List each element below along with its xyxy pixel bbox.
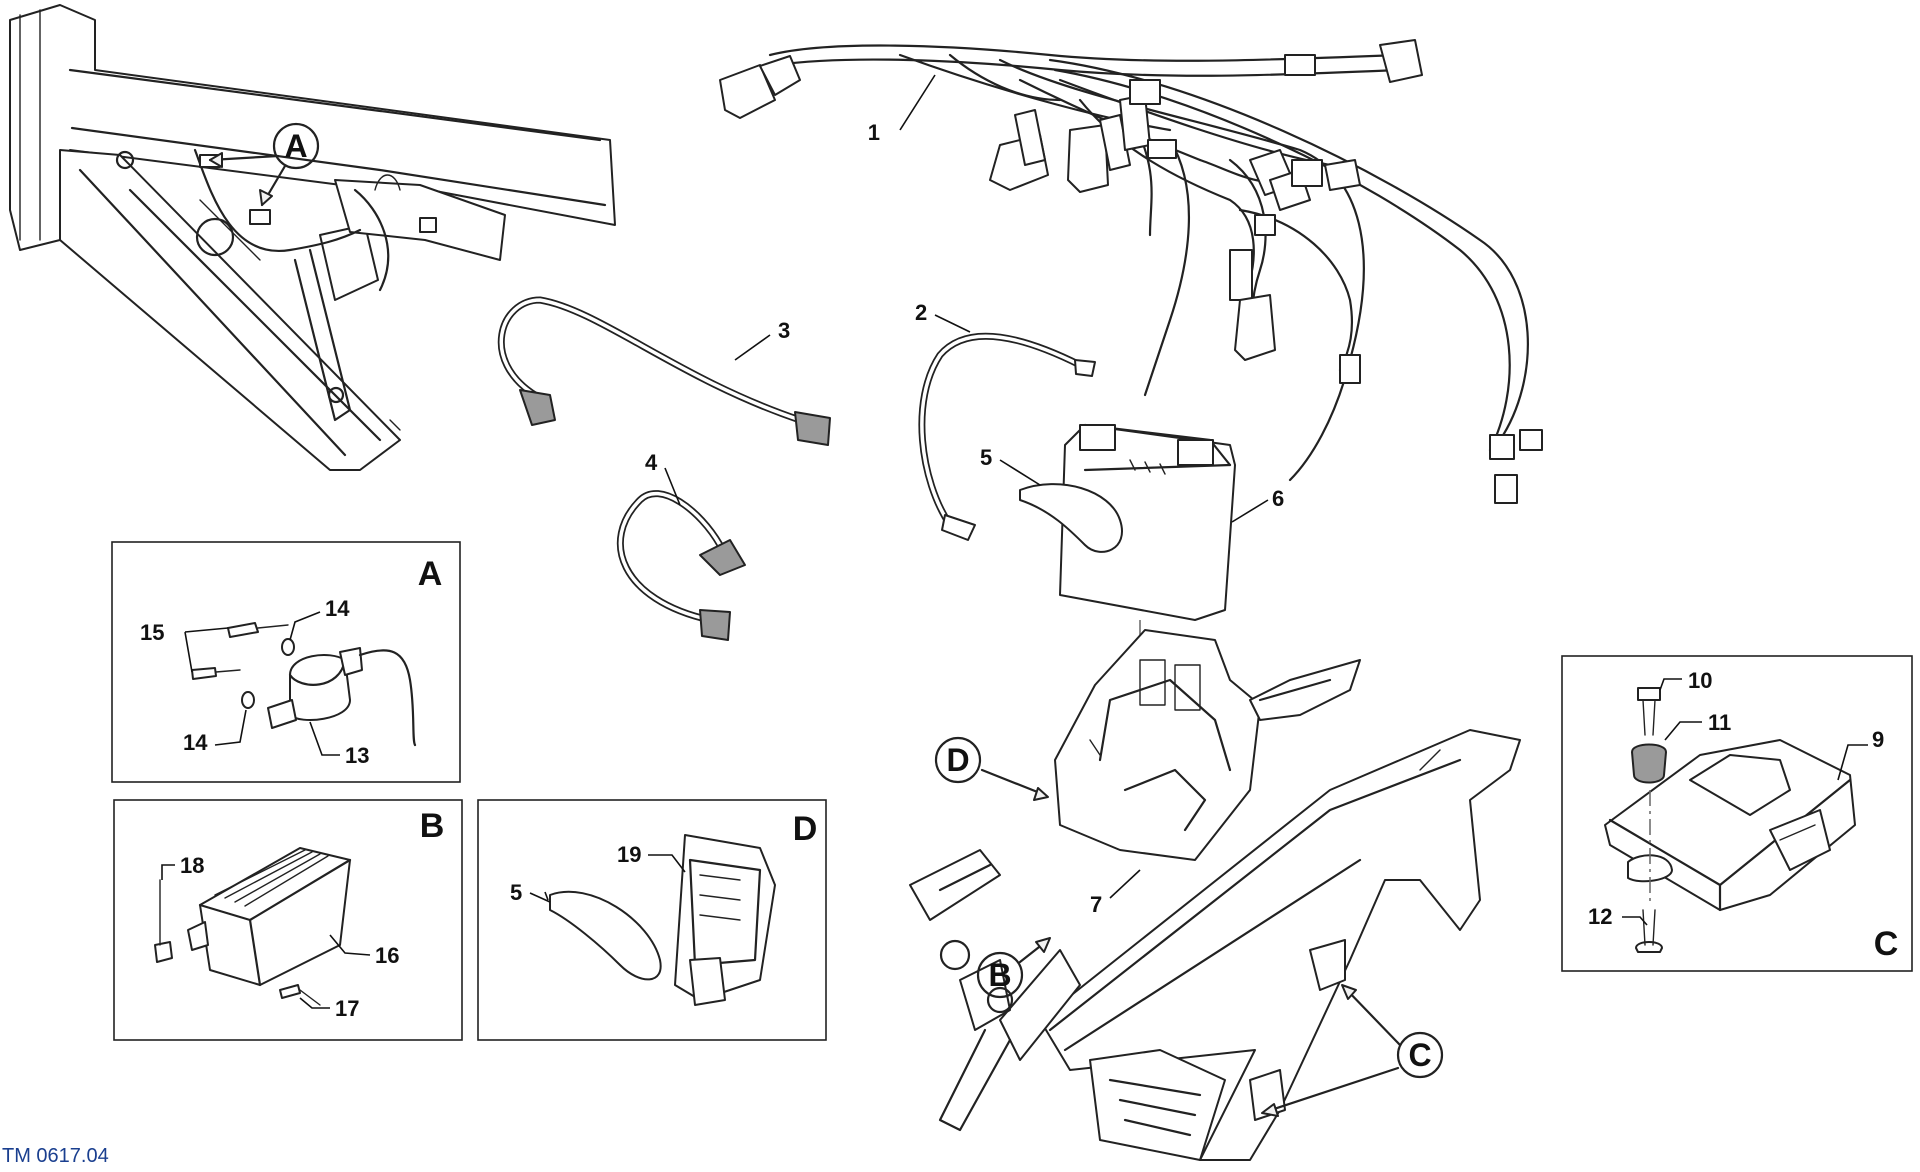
detail-box-a: A 15 14 14 13 <box>111 541 461 783</box>
part-label-19: 19 <box>617 842 641 867</box>
battery-cable-3: 3 <box>497 296 831 446</box>
callout-b-label: B <box>988 957 1011 993</box>
detail-box-d: D 5 19 <box>477 799 827 1041</box>
detail-box-b-title: B <box>420 807 445 845</box>
part-label-1: 1 <box>868 120 880 145</box>
callout-d-label: D <box>946 742 969 778</box>
part-label-5: 5 <box>980 445 992 470</box>
part-label-2: 2 <box>915 300 927 325</box>
part-label-18: 18 <box>180 853 204 878</box>
part-label-12: 12 <box>1588 904 1612 929</box>
detail-box-c-title: C <box>1874 925 1899 963</box>
part-label-6: 6 <box>1272 486 1284 511</box>
starter-cable-4: 4 <box>616 450 746 641</box>
callout-c-frame: C <box>1261 984 1444 1117</box>
part-label-15: 15 <box>140 620 164 645</box>
battery-assembly: 5 6 <box>980 423 1284 660</box>
part-label-4: 4 <box>645 450 658 475</box>
rear-subframe <box>909 659 1521 1161</box>
part-label-3: 3 <box>778 318 790 343</box>
ground-cable-2: 2 <box>915 300 1096 541</box>
part-label-16: 16 <box>375 943 399 968</box>
detail-box-d-title: D <box>793 810 818 848</box>
frame-front-section <box>9 4 616 471</box>
part-label-17: 17 <box>335 996 359 1021</box>
document-code: TM 0617.04 <box>2 1145 109 1167</box>
detail-box-c: C 10 11 9 12 <box>1561 655 1913 972</box>
part-label-9: 9 <box>1872 727 1884 752</box>
wiring-harness: 1 <box>719 39 1543 504</box>
callout-b-frame: B <box>976 937 1051 999</box>
detail-box-b: B 18 16 17 <box>113 799 463 1041</box>
battery-tray: 7 D <box>934 629 1261 917</box>
part-label-10: 10 <box>1688 668 1712 693</box>
part-label-14-a: 14 <box>325 596 350 621</box>
part-label-5-d: 5 <box>510 880 522 905</box>
part-label-13: 13 <box>345 743 369 768</box>
callout-c-label: C <box>1408 1037 1431 1073</box>
callout-a-label: A <box>284 128 307 164</box>
callout-a-frame: A <box>208 122 320 207</box>
detail-box-a-title: A <box>418 555 443 593</box>
part-label-7: 7 <box>1090 892 1102 917</box>
part-label-14-b: 14 <box>183 730 208 755</box>
part-label-11: 11 <box>1708 710 1731 735</box>
